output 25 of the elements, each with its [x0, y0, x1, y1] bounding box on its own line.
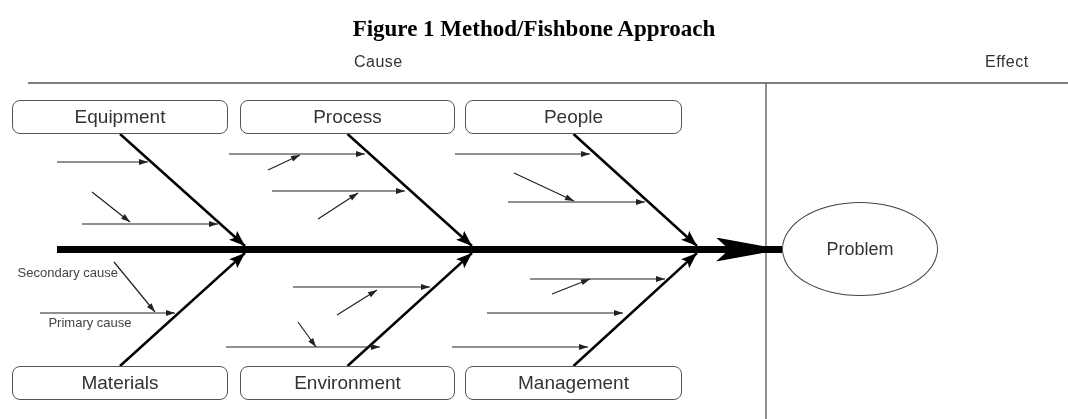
category-box — [12, 100, 228, 134]
bone-arrow — [572, 133, 698, 247]
annotation-text: Primary cause — [47, 315, 133, 331]
node-label: Environment — [294, 372, 401, 394]
section-heading: Effect — [985, 53, 1029, 71]
bone-arrow — [346, 252, 473, 367]
node-label: Problem — [826, 238, 894, 260]
category-box — [465, 366, 682, 400]
spine-bar — [57, 246, 712, 253]
node-label: People — [543, 106, 604, 128]
annotation-text: Secondary cause — [16, 265, 118, 281]
category-box — [12, 366, 228, 400]
category-box — [240, 100, 455, 134]
node-label: Equipment — [74, 106, 166, 128]
category-box — [465, 100, 682, 134]
node-label: Process — [313, 106, 382, 128]
category-box — [240, 366, 455, 400]
node-label: Management — [518, 372, 629, 394]
bone-arrow — [119, 252, 246, 367]
bone-arrow — [346, 133, 473, 247]
bone-arrow — [119, 133, 246, 247]
section-heading: Cause — [354, 53, 403, 71]
figure-title: Figure 1 Method/Fishbone Approach — [351, 16, 717, 42]
node-label: Materials — [81, 372, 159, 394]
bone-arrow — [572, 252, 698, 367]
